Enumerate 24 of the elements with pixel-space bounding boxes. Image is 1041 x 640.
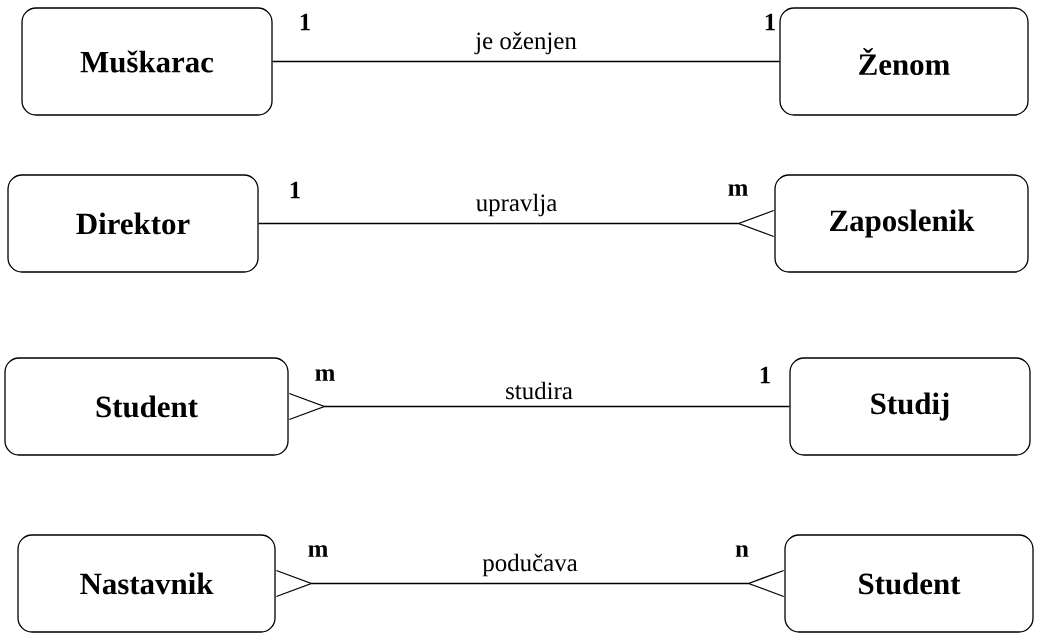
entity-box: Nastavnik: [17, 534, 276, 633]
cardinality-label: 1: [300, 13, 310, 31]
cardinality-label: 1: [290, 181, 300, 199]
cardinality-label: n: [735, 545, 749, 557]
entity-box: Student: [4, 357, 289, 456]
relationship-line: [288, 392, 790, 421]
entity-box: Studij: [789, 357, 1031, 456]
relationship-label: upravlja: [476, 193, 557, 217]
relationship-line: [258, 209, 775, 238]
cardinality-label: m: [308, 545, 328, 557]
entity-box: Ženom: [779, 7, 1029, 116]
relationship-label: podučava: [482, 553, 578, 577]
entity-box: Zaposlenik: [774, 174, 1029, 273]
relationship-label: studira: [506, 381, 573, 400]
entity-box: Student: [784, 534, 1034, 633]
cardinality-label: m: [315, 369, 335, 381]
relationship-label: je oženjen: [474, 31, 577, 55]
cardinality-label: m: [728, 184, 748, 196]
cardinality-label: 1: [765, 13, 775, 31]
relationship-line: [272, 60, 780, 63]
entity-box: Direktor: [7, 174, 259, 273]
relationship-line: [275, 569, 785, 598]
entity-box: Muškarac: [21, 7, 273, 116]
cardinality-label: 1: [760, 366, 770, 384]
